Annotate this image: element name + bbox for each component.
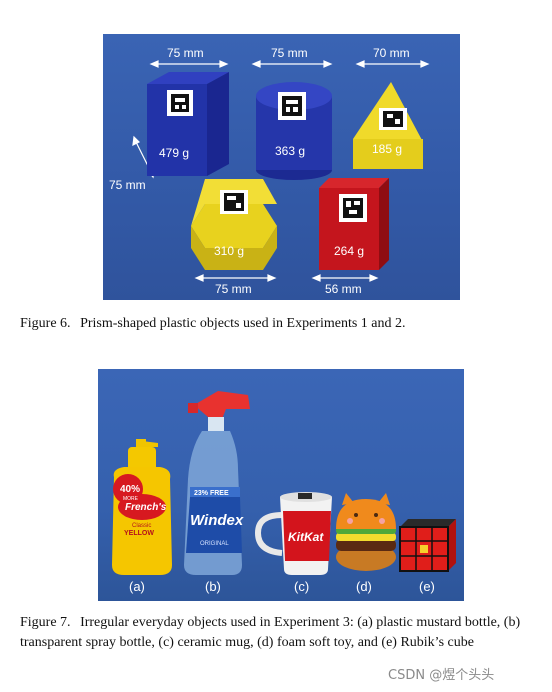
rubiks-cube <box>399 519 456 572</box>
blue-cylinder <box>256 82 332 180</box>
figure-6-photo: 75 mm 75 mm 70 mm 75 mm 75 mm 56 mm 479 … <box>103 34 460 300</box>
label-b: (b) <box>205 579 221 594</box>
mustard-sub: Classic <box>132 523 151 529</box>
figure-6-caption-text: Prism-shaped plastic objects used in Exp… <box>80 316 406 331</box>
dim-label-triangle-width: 70 mm <box>373 46 410 60</box>
label-e: (e) <box>419 579 435 594</box>
figure-7-objects: 40% MORE French's Classic YELLOW 23% FRE… <box>112 391 456 575</box>
figure-6-objects <box>132 60 430 282</box>
weight-label-triangle: 185 g <box>372 142 403 156</box>
dim-label-rect-width: 56 mm <box>325 282 362 296</box>
ceramic-mug <box>254 492 332 575</box>
mug-brand: KitKat <box>288 530 324 544</box>
dim-label-cube-width: 75 mm <box>167 46 204 60</box>
mustard-badge: 40% <box>120 484 140 495</box>
mustard-badge-small: MORE <box>123 496 139 502</box>
mustard-brand: French's <box>125 502 167 513</box>
figure-7-photo: 40% MORE French's Classic YELLOW 23% FRE… <box>98 369 464 601</box>
label-d: (d) <box>356 579 372 594</box>
dim-label-cube-depth: 75 mm <box>109 178 146 192</box>
mustard-name: YELLOW <box>124 530 154 537</box>
dim-label-cylinder-width: 75 mm <box>271 46 308 60</box>
mustard-bottle <box>112 439 172 575</box>
blue-cube <box>147 72 229 176</box>
spray-name: ORIGINAL <box>200 541 229 547</box>
red-rectangular-prism <box>319 178 389 270</box>
figure-7-caption: Figure 7. Irregular everyday objects use… <box>20 613 544 653</box>
figure-7-caption-number: Figure 7. <box>20 615 71 630</box>
spray-badge: 23% FREE <box>194 490 229 497</box>
yellow-hexagonal-prism <box>191 179 277 270</box>
spray-brand: Windex <box>190 512 244 529</box>
csdn-watermark: CSDN @煜个头头 <box>388 668 495 683</box>
spray-bottle <box>184 391 250 575</box>
figure-7-caption-text: Irregular everyday objects used in Exper… <box>20 615 521 650</box>
weight-label-cylinder: 363 g <box>275 144 306 158</box>
weight-label-cube: 479 g <box>159 146 190 160</box>
label-c: (c) <box>294 579 310 594</box>
yellow-triangular-prism <box>353 82 423 169</box>
foam-soft-toy <box>336 493 396 571</box>
label-a: (a) <box>129 579 145 594</box>
figure-6-caption-number: Figure 6. <box>20 316 71 331</box>
dimension-arrows <box>132 60 430 282</box>
weight-label-rect: 264 g <box>334 244 365 258</box>
figure-6-caption: Figure 6. Prism-shaped plastic objects u… <box>20 314 544 334</box>
weight-label-hexagon: 310 g <box>214 244 245 258</box>
dim-label-hexagon-width: 75 mm <box>215 282 252 296</box>
